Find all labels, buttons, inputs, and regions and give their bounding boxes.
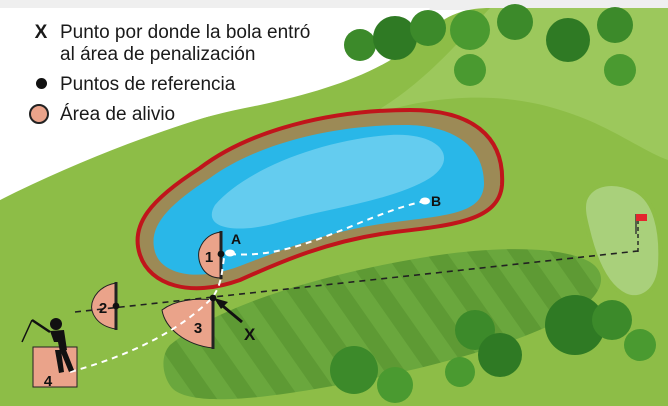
point-a-label: A (231, 231, 241, 247)
legend-reference-label: Puntos de referencia (60, 73, 236, 95)
legend-relief-label: Área de alivio (60, 103, 176, 125)
legend-item-relief-area: Área de alivio (29, 103, 310, 126)
entry-point-label: X (244, 325, 256, 344)
fairway-top (360, 8, 668, 160)
relief-area-2-label: 2 (99, 300, 107, 317)
relief-area-3 (161, 298, 214, 349)
flag-icon (636, 214, 647, 221)
putting-green (581, 182, 663, 300)
legend-item-entry-point: X Punto por donde la bola entró al área … (30, 22, 311, 66)
reference-dot-icon (35, 77, 47, 89)
tree-cluster-top (344, 4, 636, 86)
ball-path-from-tee (69, 257, 225, 373)
ball-path-to-b (229, 200, 426, 256)
reference-point-2 (112, 302, 120, 310)
legend-background (0, 8, 430, 200)
relief-circle-icon (29, 103, 49, 124)
relief-area-2 (91, 282, 117, 330)
reference-point-a (217, 250, 225, 258)
entry-arrowhead (214, 298, 228, 309)
tree-cluster-bottom (330, 295, 656, 403)
entry-x-icon: X (34, 22, 48, 43)
relief-area-1-label: 1 (205, 249, 213, 266)
ball-a (225, 249, 235, 257)
ball-b (420, 197, 430, 205)
top-band (0, 0, 668, 10)
relief-area-3-label: 3 (194, 320, 202, 337)
striped-fairway (163, 249, 602, 400)
relief-area-1 (198, 231, 222, 279)
legend-entry-line2: al área de penalización (60, 43, 256, 65)
point-b-label: B (431, 193, 441, 209)
legend: X Punto por donde la bola entró al área … (29, 22, 311, 133)
relief-area-4-label: 4 (44, 373, 53, 390)
water-highlight (211, 134, 445, 229)
golfer-icon (21, 318, 74, 373)
reference-point-x (209, 294, 217, 302)
legend-item-reference-points: Puntos de referencia (30, 74, 310, 96)
legend-entry-line1: Punto por donde la bola entró (60, 22, 311, 43)
